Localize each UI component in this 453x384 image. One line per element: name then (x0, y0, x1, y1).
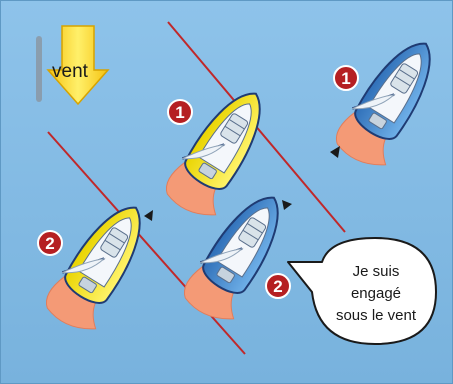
svg-text:2: 2 (45, 234, 54, 253)
callout-line-3: sous le vent (336, 307, 417, 324)
badge-boat-1-windward: 1 (333, 65, 359, 91)
badge-boat-2-windward: 2 (265, 273, 291, 299)
speech-bubble (287, 237, 437, 345)
wind-label: vent (52, 61, 89, 82)
pointer-triangle (330, 146, 340, 158)
svg-text:1: 1 (341, 69, 350, 88)
pointer-triangle (282, 200, 292, 210)
callout-line-2: engagé (351, 285, 401, 302)
pointer-triangle (144, 210, 153, 221)
badge-boat-1-leeward: 1 (167, 99, 193, 125)
badge-boat-2-leeward: 2 (37, 230, 63, 256)
wind-arrow (36, 25, 110, 106)
callout-line-1: Je suis (353, 263, 400, 280)
svg-text:1: 1 (175, 103, 184, 122)
svg-text:2: 2 (273, 277, 282, 296)
